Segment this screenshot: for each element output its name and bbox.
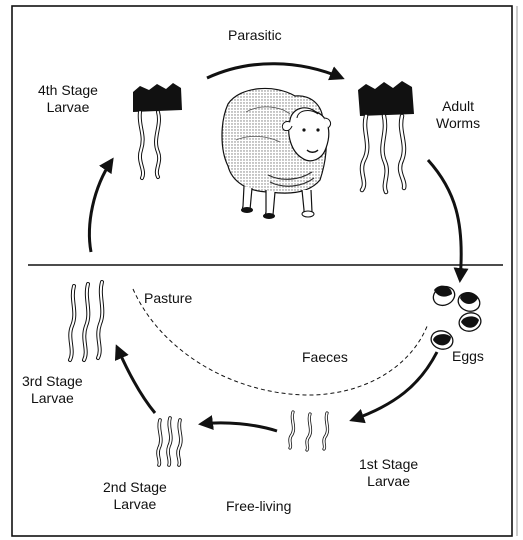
adult-worms-label-line2: Worms: [436, 115, 480, 132]
eggs-label: Eggs: [452, 348, 484, 365]
first-stage-label-line1: 1st Stage: [359, 456, 418, 473]
first-stage-label-line2: Larvae: [359, 473, 418, 490]
second-stage-label-line2: Larvae: [103, 496, 167, 513]
eggs-icon: [429, 283, 483, 351]
fourth-stage-label-line1: 4th Stage: [38, 82, 98, 99]
second-stage-label: 2nd Stage Larvae: [103, 479, 167, 513]
fourth-stage-label-line2: Larvae: [38, 99, 98, 116]
free-living-label: Free-living: [226, 498, 291, 515]
second-stage-larvae-icon: [158, 418, 181, 465]
fourth-stage-label: 4th Stage Larvae: [38, 82, 98, 116]
arrow-l2-to-l3: [117, 347, 155, 413]
faeces-label: Faeces: [302, 349, 348, 366]
third-stage-label-line2: Larvae: [22, 390, 83, 407]
first-stage-label: 1st Stage Larvae: [359, 456, 418, 490]
fourth-stage-larvae-icon: [133, 83, 182, 178]
arrow-parasitic: [207, 64, 342, 78]
adult-worms-icon: [358, 81, 414, 192]
pasture-label: Pasture: [144, 290, 192, 307]
arrow-eggs-to-l1: [352, 352, 437, 420]
second-stage-label-line1: 2nd Stage: [103, 479, 167, 496]
arrow-l1-to-l2: [201, 423, 277, 431]
third-stage-larvae-icon: [70, 282, 102, 360]
arrow-l3-to-l4: [89, 160, 112, 252]
arrow-adult-to-eggs: [428, 160, 461, 280]
adult-worms-label-line1: Adult: [436, 98, 480, 115]
adult-worms-label: Adult Worms: [436, 98, 480, 132]
sheep-illustration: [222, 88, 331, 219]
parasitic-label: Parasitic: [228, 27, 282, 44]
third-stage-label-line1: 3rd Stage: [22, 373, 83, 390]
third-stage-label: 3rd Stage Larvae: [22, 373, 83, 407]
first-stage-larvae-icon: [290, 412, 328, 450]
